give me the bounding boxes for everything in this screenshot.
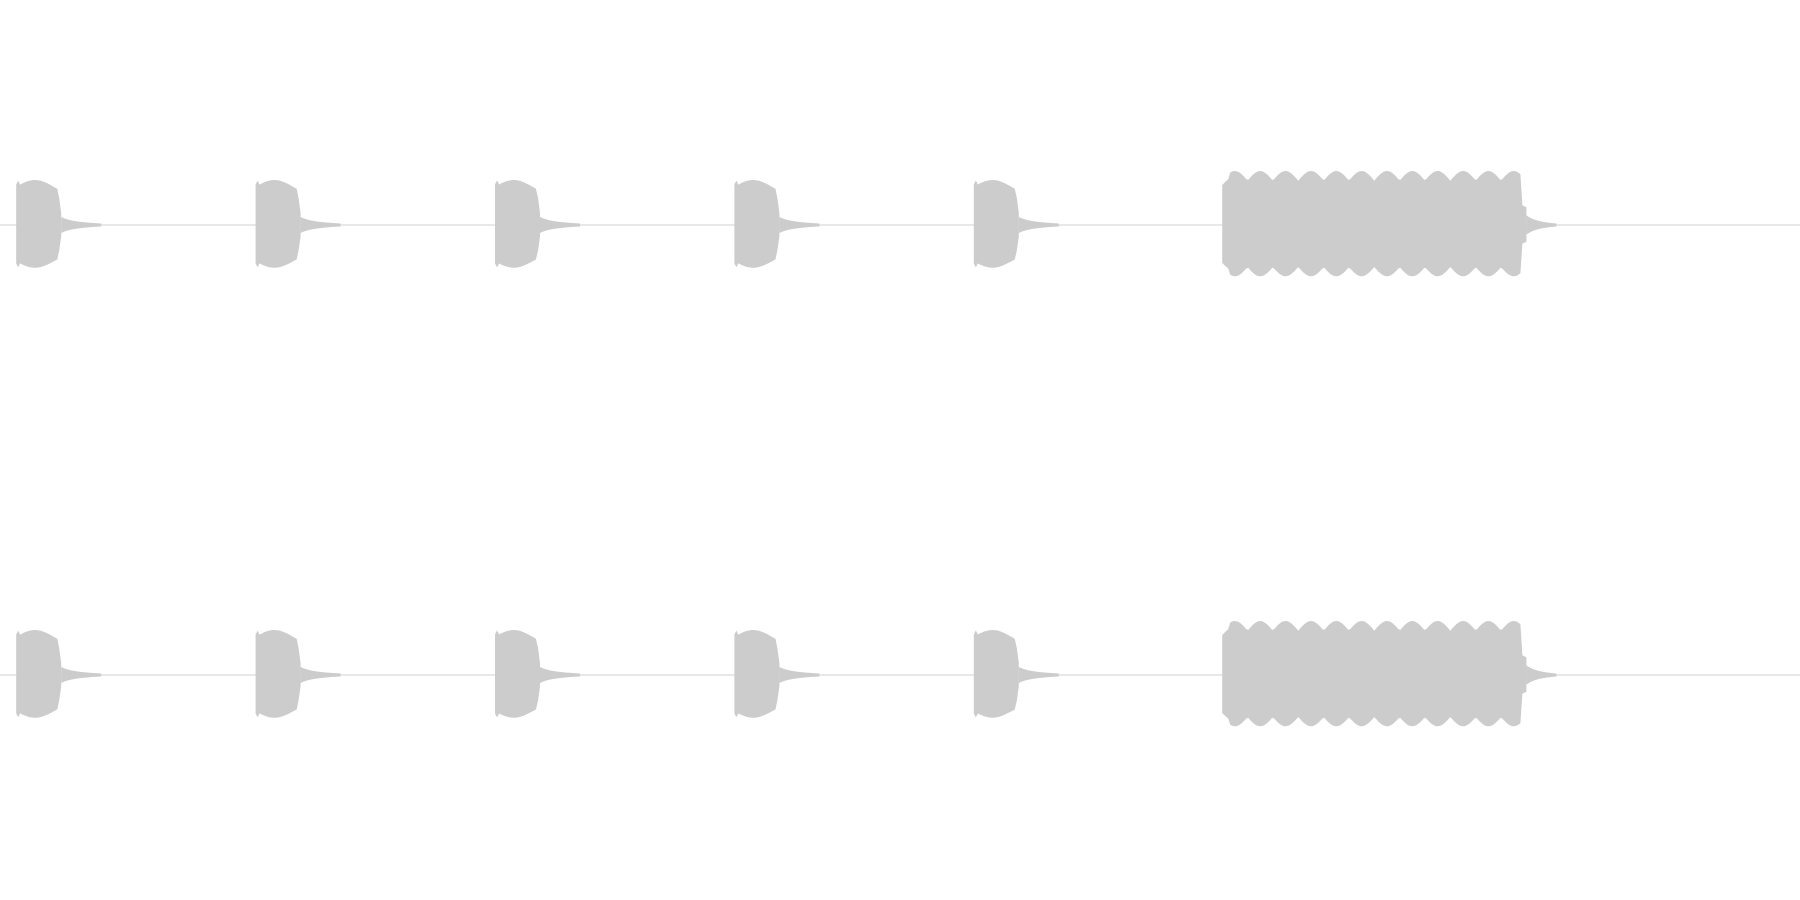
waveform-burst	[973, 180, 1019, 268]
waveform-tail	[1526, 215, 1557, 235]
waveform-tail	[779, 666, 820, 684]
waveform-tail	[300, 666, 341, 684]
channel-1	[0, 171, 1800, 277]
waveform-tail	[1018, 216, 1059, 234]
waveform-tail	[300, 216, 341, 234]
waveform-burst	[255, 180, 301, 268]
waveform-tail	[61, 666, 102, 684]
waveform-burst	[1222, 621, 1527, 727]
waveform-burst	[734, 630, 780, 718]
waveform-tail	[1018, 666, 1059, 684]
waveform-burst	[16, 630, 62, 718]
waveform-tail	[61, 216, 102, 234]
waveform-burst	[16, 180, 62, 268]
channel-2	[0, 621, 1800, 727]
waveform-burst	[495, 630, 540, 718]
waveform-burst	[255, 630, 301, 718]
waveform-burst	[734, 180, 780, 268]
waveform-burst	[973, 630, 1019, 718]
waveform-tail	[779, 216, 820, 234]
waveform-tail	[1526, 665, 1557, 685]
waveform-tail	[540, 666, 580, 684]
waveform-tail	[540, 216, 580, 234]
waveform-burst	[1222, 171, 1527, 277]
waveform-burst	[495, 180, 540, 268]
